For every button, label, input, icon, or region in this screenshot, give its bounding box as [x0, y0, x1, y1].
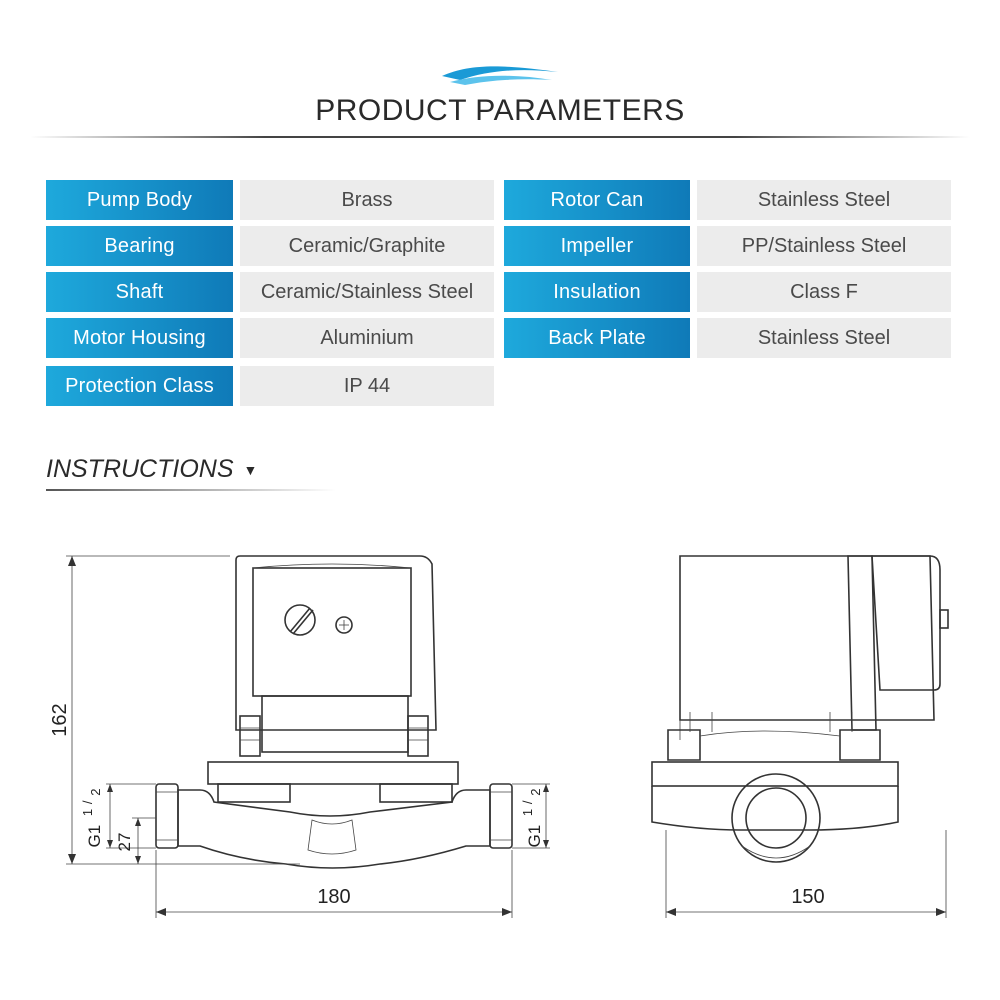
height-dimension-label: 162 [49, 703, 71, 736]
triangle-down-icon: ▼ [243, 461, 258, 478]
thread-left-label: G1 1 / 2 [77, 789, 104, 848]
instructions-divider [46, 489, 336, 491]
param-label-back-plate: Back Plate [504, 318, 690, 358]
param-value-back-plate: Stainless Steel [697, 318, 951, 358]
parameters-table: Pump Body Brass Rotor Can Stainless Stee… [0, 0, 1000, 420]
pipe-center-dimension-label: 27 [115, 833, 134, 852]
param-value-insulation: Class F [697, 272, 951, 312]
wave-logo-icon [442, 66, 558, 85]
thread-right-den: 2 [528, 789, 543, 796]
param-value-protection-class: IP 44 [240, 366, 494, 406]
svg-text:G1 1 / 2: G1 1 / 2 [517, 789, 544, 848]
param-label-bearing: Bearing [46, 226, 233, 266]
pump-front-view [155, 555, 513, 869]
instructions-title: INSTRUCTIONS [46, 455, 234, 483]
thread-left-den: 2 [88, 789, 103, 796]
param-label-pump-body: Pump Body [46, 180, 233, 220]
param-value-pump-body: Brass [240, 180, 494, 220]
param-label-insulation: Insulation [504, 272, 690, 312]
param-value-impeller: PP/Stainless Steel [697, 226, 951, 266]
page-title: PRODUCT PARAMETERS [315, 94, 685, 127]
svg-text:G1 1 / 2: G1 1 / 2 [77, 789, 104, 848]
param-label-motor-housing: Motor Housing [46, 318, 233, 358]
side-width-dimension-label: 150 [791, 886, 824, 908]
side-dimensions [665, 830, 947, 918]
param-value-rotor-can: Stainless Steel [697, 180, 951, 220]
front-width-dimension-label: 180 [317, 886, 350, 908]
param-label-impeller: Impeller [504, 226, 690, 266]
thread-right-num: 1 [520, 809, 535, 816]
param-label-shaft: Shaft [46, 272, 233, 312]
pump-side-view [651, 555, 949, 863]
thread-right-label: G1 1 / 2 [517, 789, 544, 848]
param-value-bearing: Ceramic/Graphite [240, 226, 494, 266]
instructions-heading: INSTRUCTIONS ▼ [46, 455, 257, 484]
param-value-shaft: Ceramic/Stainless Steel [240, 272, 494, 312]
thread-left-base: G1 [85, 825, 104, 848]
front-dimensions [66, 555, 550, 918]
thread-left-num: 1 [80, 809, 95, 816]
param-value-motor-housing: Aluminium [240, 318, 494, 358]
param-label-rotor-can: Rotor Can [504, 180, 690, 220]
thread-right-base: G1 [525, 825, 544, 848]
title-divider [30, 136, 970, 138]
param-label-protection-class: Protection Class [46, 366, 233, 406]
